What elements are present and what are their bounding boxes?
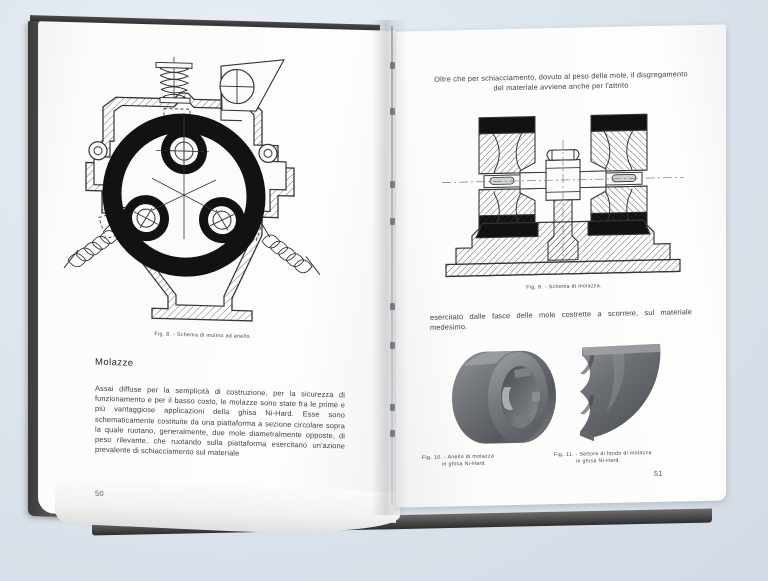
fig-11-photo <box>564 338 672 448</box>
right-page-number: 51 <box>654 468 664 478</box>
binding-stitch <box>390 108 395 115</box>
binding-stitch <box>390 218 395 225</box>
left-page-content: Fig. 8. - Schema di mulino ad anello. Mo… <box>38 21 396 523</box>
binding-stitch <box>390 430 395 437</box>
binding-stitch <box>390 181 395 188</box>
fig-8-drawing <box>56 44 346 334</box>
binding-stitch <box>390 303 395 310</box>
left-page-number: 50 <box>95 488 105 498</box>
binding-stitch <box>390 62 395 69</box>
fig-10-caption: Fig. 10. - Anello di molazza in ghisa Ni… <box>422 452 558 469</box>
right-page-header-paragraph: Oltre che per schiacciamento, dovuto al … <box>434 69 688 93</box>
molazze-paragraph: Assai diffuse per la semplicità di costr… <box>95 383 345 458</box>
fig-11-caption: Fig. 11. - Settore di fondo di molazza i… <box>554 449 714 466</box>
fig-11-caption-line1: Fig. 11. - Settore di fondo di molazza <box>554 450 652 459</box>
fig-9-drawing <box>438 107 688 280</box>
fig-10-photo <box>444 346 556 448</box>
right-page-content: Oltre che per schiacciamento, dovuto al … <box>396 24 726 507</box>
fig-9-caption: Fig. 9. - Schema di molazza. <box>526 283 602 291</box>
fig-10-caption-line2: in ghisa Ni-Hard. <box>442 460 487 468</box>
right-page-mid-paragraph: esercitato dalle fasce delle mole costre… <box>430 307 692 333</box>
fig-11-caption-line2: in ghisa Ni-Hard. <box>576 457 621 465</box>
section-heading-molazze: Molazze <box>95 356 134 369</box>
binding-stitch <box>390 404 395 411</box>
binding-stitch <box>390 342 395 349</box>
